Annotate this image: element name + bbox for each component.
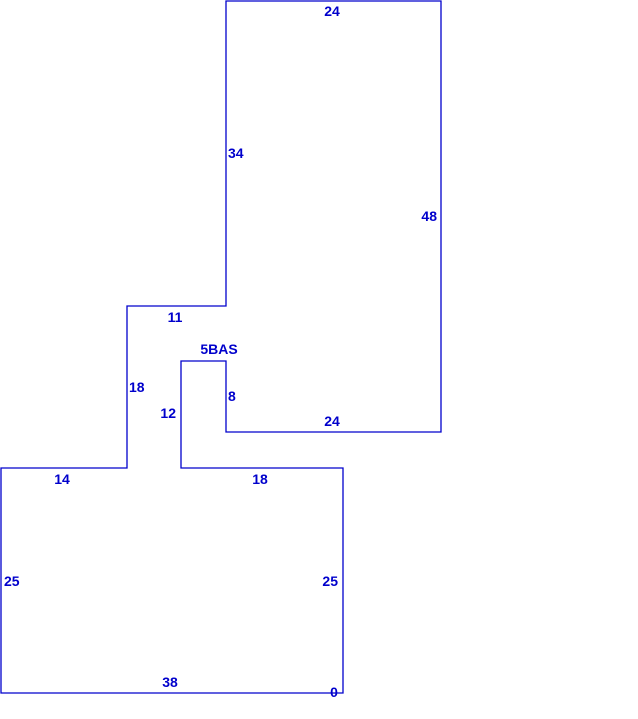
building-outline bbox=[0, 0, 442, 694]
dimension-lower-left-top: 14 bbox=[54, 471, 70, 487]
area-label: 5BAS bbox=[200, 341, 237, 357]
dimension-top-width: 24 bbox=[324, 3, 340, 19]
dimension-lower-left-side: 25 bbox=[4, 573, 20, 589]
corner-marker: 0 bbox=[330, 684, 338, 700]
dimension-notch-left-side: 12 bbox=[160, 405, 176, 421]
dimension-inner-bottom: 24 bbox=[324, 413, 340, 429]
dimension-right-side: 48 bbox=[421, 208, 437, 224]
dimension-lower-right-side: 25 bbox=[322, 573, 338, 589]
dimension-lower-right-top: 18 bbox=[252, 471, 268, 487]
dimension-inner-notch-side: 8 bbox=[228, 388, 236, 404]
dimension-bottom-width: 38 bbox=[162, 674, 178, 690]
dimension-step-left-top: 11 bbox=[168, 309, 183, 325]
dimension-upper-left-side: 34 bbox=[228, 145, 244, 161]
dimension-left-mid-side: 18 bbox=[129, 379, 145, 395]
